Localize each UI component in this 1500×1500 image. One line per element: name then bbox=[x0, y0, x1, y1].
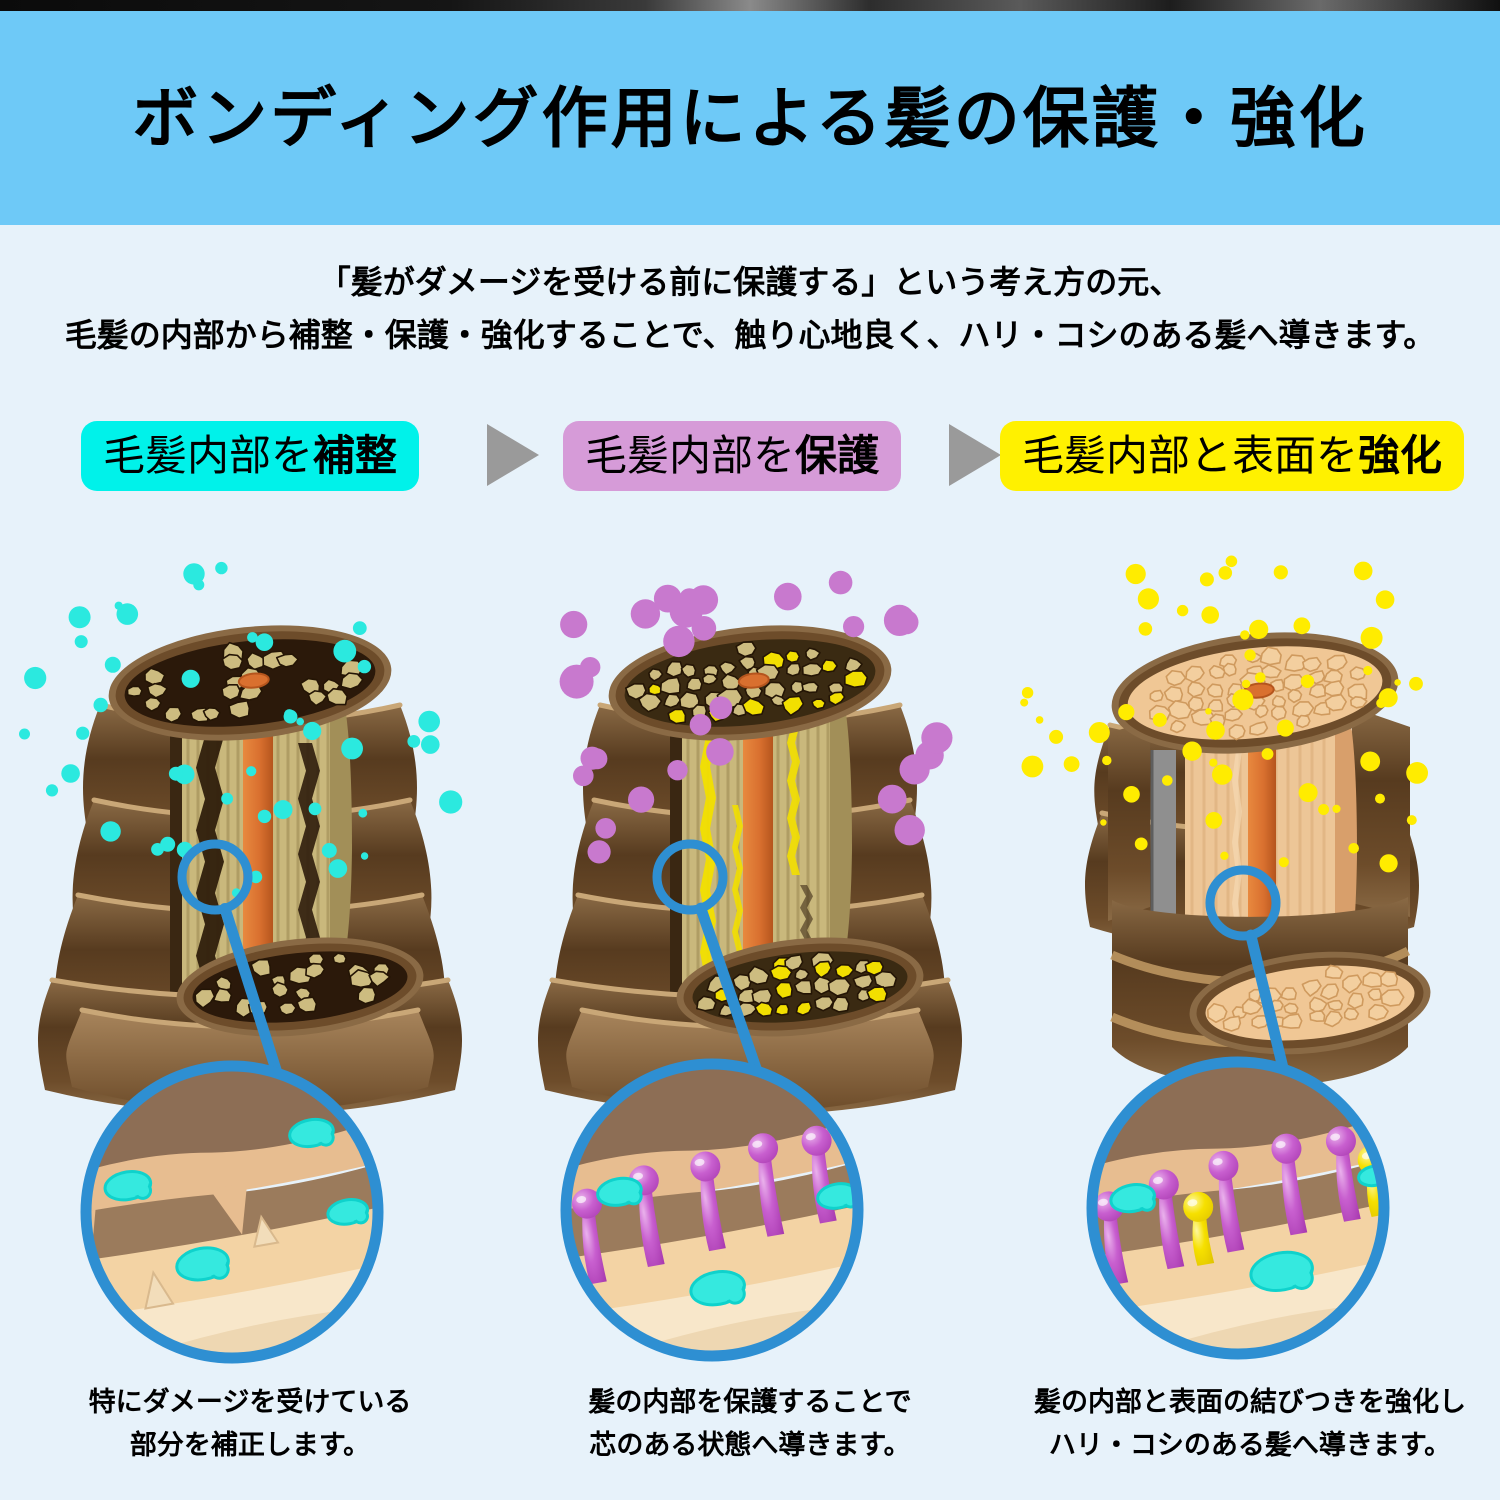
step-badge-repair-emphasis: 補整 bbox=[313, 432, 398, 479]
step-badge-strengthen-emphasis: 強化 bbox=[1358, 432, 1443, 479]
step-cell-repair: 毛髪内部を補整 bbox=[0, 417, 500, 495]
process-steps: 毛髪内部を補整 毛髪内部を保護 毛髪内部と表面を強化 bbox=[0, 417, 1500, 495]
arrow-right-icon bbox=[949, 424, 1001, 486]
caption-protect-line-1: 髪の内部を保護することで bbox=[588, 1387, 912, 1417]
step-badge-protect-label: 毛髪内部を bbox=[584, 432, 795, 479]
step-cell-protect: 毛髪内部を保護 bbox=[500, 417, 964, 495]
header-band: ボンディング作用による髪の保護・強化 bbox=[0, 11, 1500, 225]
caption-repair-line-1: 特にダメージを受けている bbox=[88, 1387, 412, 1417]
step-badge-repair-label: 毛髪内部を bbox=[102, 432, 313, 479]
column-protect: 髪の内部を保護することで 芯のある状態へ導きます。 bbox=[500, 555, 1000, 1500]
step-badge-strengthen-label: 毛髪内部と表面を bbox=[1021, 432, 1358, 479]
caption-repair-line-2: 部分を補正します。 bbox=[129, 1430, 371, 1461]
caption-protect-line-2: 芯のある状態へ導きます。 bbox=[589, 1430, 911, 1461]
page-title: ボンディング作用による髪の保護・強化 bbox=[132, 81, 1368, 155]
step-badge-repair: 毛髪内部を補整 bbox=[80, 421, 420, 491]
step-badge-protect: 毛髪内部を保護 bbox=[562, 421, 902, 491]
hair-shaft-illustration-protect bbox=[537, 570, 963, 1362]
column-repair: 特にダメージを受けている 部分を補正します。 bbox=[0, 555, 500, 1500]
step-badge-strengthen: 毛髪内部と表面を強化 bbox=[999, 421, 1465, 491]
caption-strengthen-line-1: 髪の内部と表面の結びつきを強化し bbox=[1034, 1387, 1466, 1417]
caption-strengthen-line-2: ハリ・コシのある髪へ導きます。 bbox=[1048, 1430, 1452, 1461]
arrow-right-icon bbox=[487, 424, 539, 486]
step-badge-protect-emphasis: 保護 bbox=[795, 432, 880, 479]
caption-protect: 髪の内部を保護することで 芯のある状態へ導きます。 bbox=[500, 1381, 1000, 1467]
hair-shaft-illustration-repair bbox=[19, 561, 463, 1364]
caption-repair: 特にダメージを受けている 部分を補正します。 bbox=[0, 1381, 500, 1467]
step-cell-strengthen: 毛髪内部と表面を強化 bbox=[964, 417, 1500, 495]
intro-line-2: 毛髪の内部から補整・保護・強化することで、触り心地良く、ハリ・コシのある髪へ導き… bbox=[64, 316, 1436, 353]
column-strengthen: 髪の内部と表面の結びつきを強化し ハリ・コシのある髪へ導きます。 bbox=[1000, 555, 1500, 1500]
photo-edge-strip bbox=[0, 0, 1500, 11]
intro-text: 「髪がダメージを受ける前に保護する」という考え方の元、 毛髪の内部から補整・保護… bbox=[0, 256, 1500, 362]
caption-strengthen: 髪の内部と表面の結びつきを強化し ハリ・コシのある髪へ導きます。 bbox=[1000, 1381, 1500, 1467]
intro-line-1: 「髪がダメージを受ける前に保護する」という考え方の元、 bbox=[318, 264, 1182, 300]
hair-shaft-illustration-strengthen bbox=[1020, 555, 1431, 1360]
